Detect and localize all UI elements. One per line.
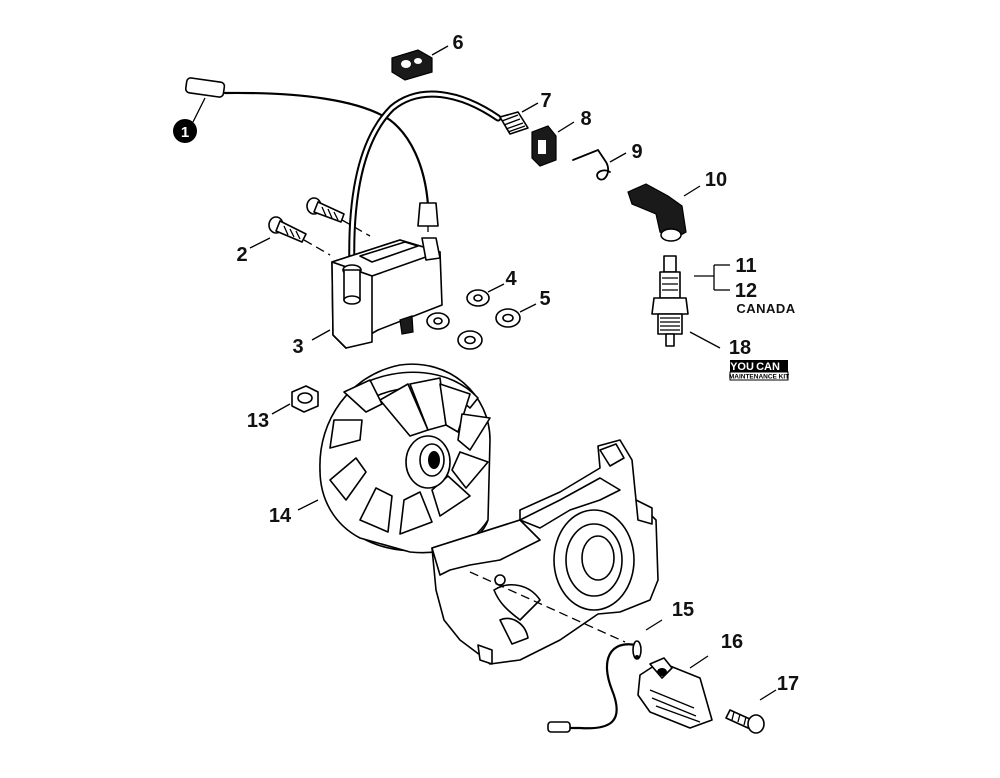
callout-7: 7 xyxy=(521,90,552,113)
youcan-maintenance-kit-logo: YOU CAN MAINTENANCE KIT xyxy=(729,360,789,381)
svg-text:CAN: CAN xyxy=(756,361,780,373)
ignition-module xyxy=(331,237,443,349)
svg-text:14: 14 xyxy=(269,505,292,527)
stop-switch xyxy=(637,657,713,729)
ground-wire xyxy=(547,640,642,733)
svg-text:17: 17 xyxy=(777,673,799,695)
svg-text:8: 8 xyxy=(580,108,591,130)
washers xyxy=(426,289,521,350)
switch-screw xyxy=(725,709,765,734)
callout-9: 9 xyxy=(609,141,643,163)
callout-2: 2 xyxy=(236,237,271,266)
flywheel-fins xyxy=(329,377,491,535)
svg-text:1: 1 xyxy=(181,124,189,141)
callout-3: 3 xyxy=(292,329,331,358)
spark-plug-boot xyxy=(627,183,687,242)
svg-text:4: 4 xyxy=(505,268,517,290)
callout-14: 14 xyxy=(269,499,319,527)
svg-text:16: 16 xyxy=(721,631,743,653)
ht-lead xyxy=(348,90,502,272)
svg-text:7: 7 xyxy=(540,90,551,112)
svg-text:3: 3 xyxy=(292,336,303,358)
svg-text:5: 5 xyxy=(539,288,550,310)
screw-lower xyxy=(268,216,307,243)
svg-text:CANADA: CANADA xyxy=(736,301,795,316)
callout-18: 18 xyxy=(689,331,751,359)
screw-upper xyxy=(306,197,345,223)
svg-text:15: 15 xyxy=(672,599,694,621)
svg-text:6: 6 xyxy=(452,32,463,54)
callout-13: 13 xyxy=(247,403,291,432)
flywheel xyxy=(319,363,491,554)
svg-text:10: 10 xyxy=(705,169,727,191)
spring xyxy=(499,111,529,135)
svg-text:YOU: YOU xyxy=(730,361,754,373)
callout-6: 6 xyxy=(431,32,464,56)
callout-10: 10 xyxy=(683,169,727,197)
spring-clip xyxy=(572,148,611,181)
svg-text:9: 9 xyxy=(631,141,642,163)
callout-4: 4 xyxy=(487,268,517,293)
callout-5: 5 xyxy=(519,288,551,313)
boot-cap xyxy=(531,125,557,167)
callout-17: 17 xyxy=(759,673,799,701)
callout-8: 8 xyxy=(557,108,592,133)
flywheel-nut xyxy=(291,385,319,413)
callout-15: 15 xyxy=(645,599,694,631)
svg-text:2: 2 xyxy=(236,244,247,266)
svg-text:MAINTENANCE KIT: MAINTENANCE KIT xyxy=(729,374,789,381)
grommet xyxy=(391,49,433,81)
svg-text:18: 18 xyxy=(729,337,751,359)
svg-text:12: 12 xyxy=(735,280,757,302)
marker-1: 1 xyxy=(173,97,206,143)
spark-plug xyxy=(651,255,689,347)
crankcase xyxy=(431,439,659,665)
callout-11-12-bracket: 11 12 CANADA xyxy=(694,255,795,316)
svg-text:11: 11 xyxy=(735,255,756,277)
callout-16: 16 xyxy=(689,631,743,669)
svg-text:13: 13 xyxy=(247,410,269,432)
